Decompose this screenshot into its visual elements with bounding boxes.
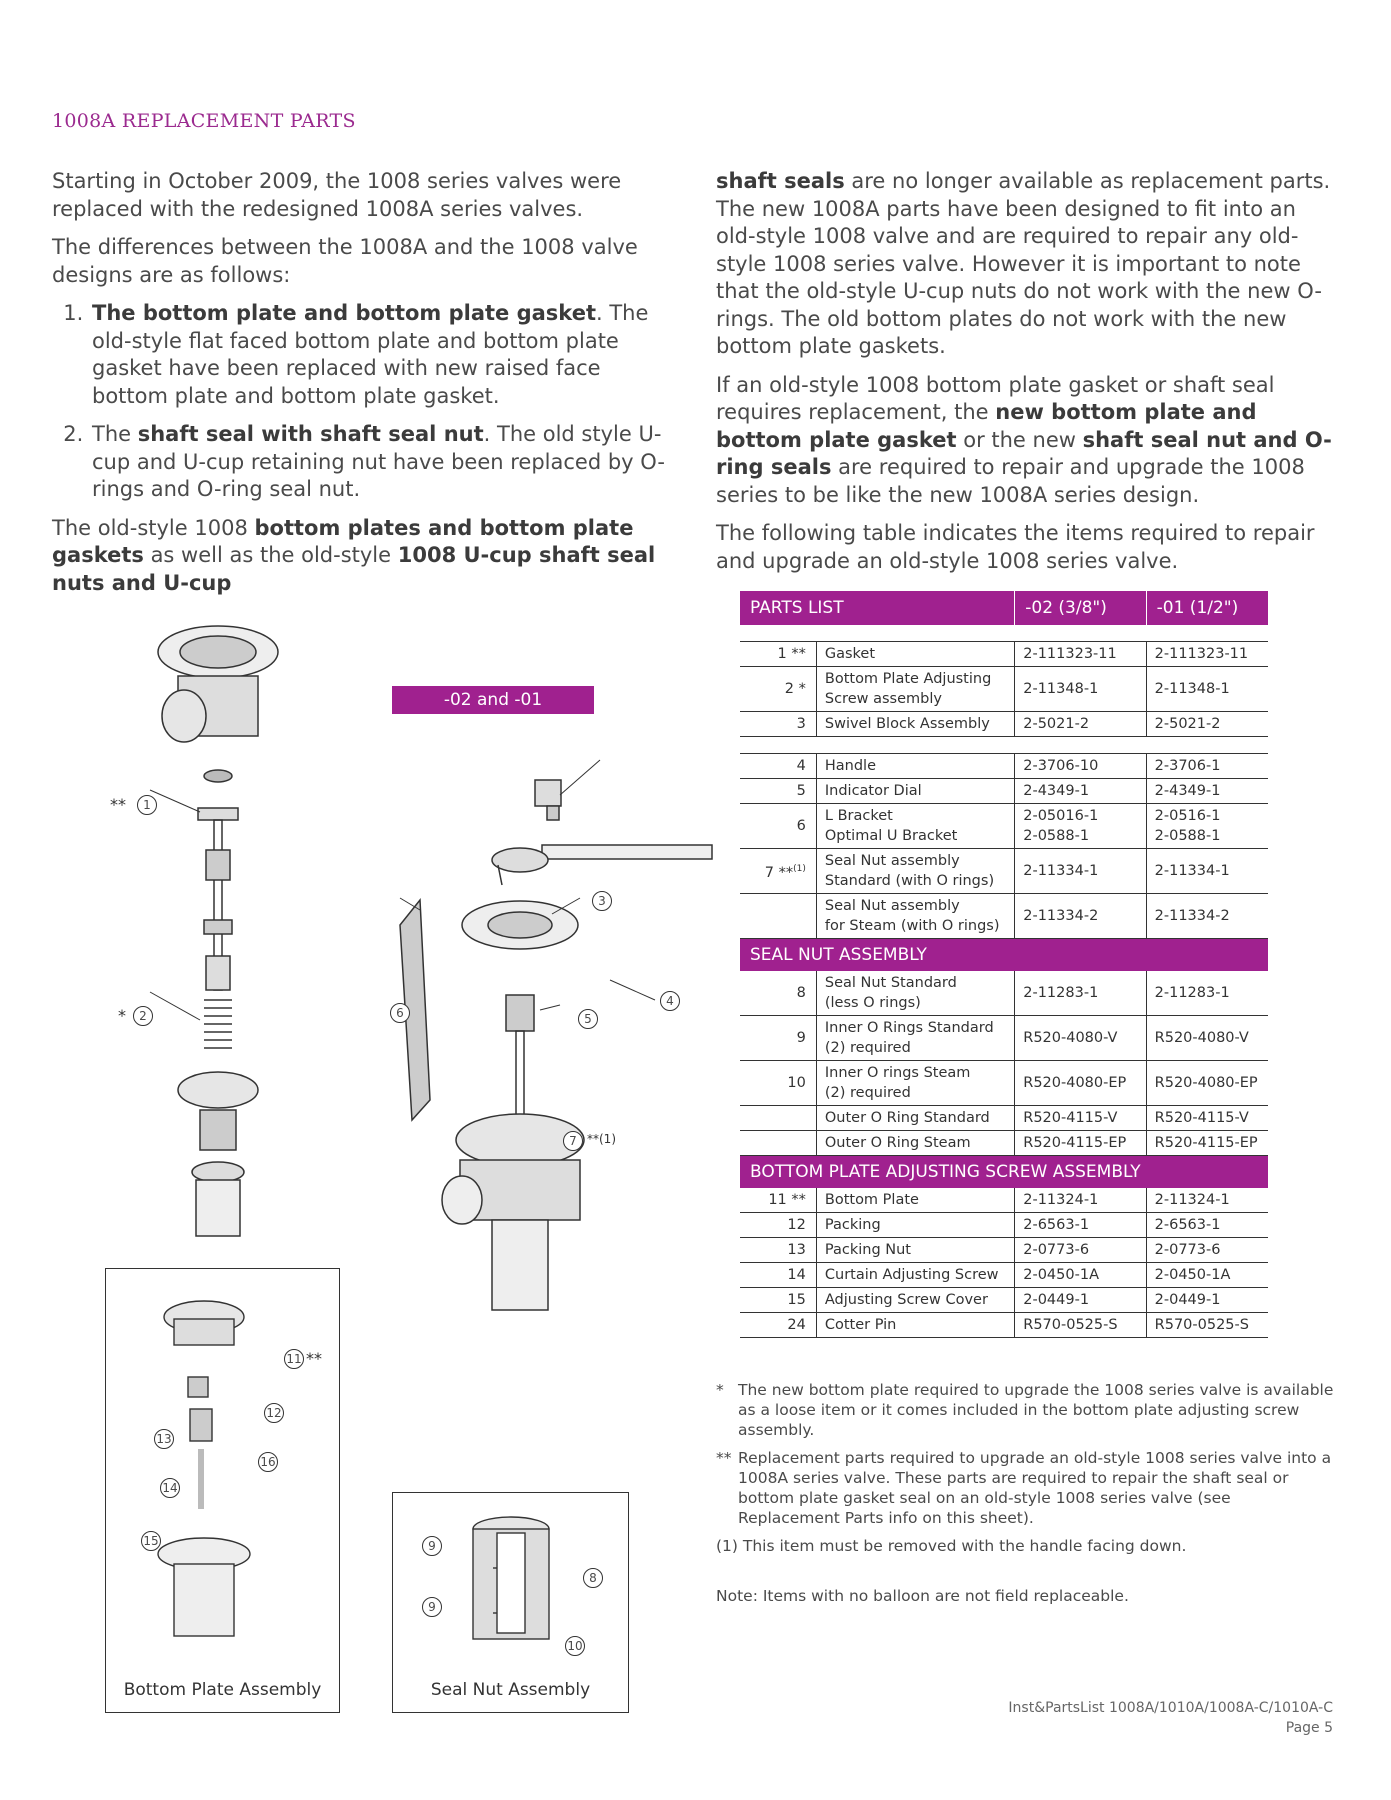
balloon-8: 8 — [583, 1568, 603, 1588]
table-intro-paragraph: The following table indicates the items … — [716, 521, 1315, 573]
footnotes: *The new bottom plate required to upgrad… — [716, 1380, 1334, 1614]
left-exploded-stack — [157, 625, 279, 1237]
footnote-single-star: *The new bottom plate required to upgrad… — [716, 1381, 1334, 1439]
model-badge: -02 and -01 — [392, 686, 594, 714]
footnote-1: (1) This item must be removed with the h… — [716, 1537, 1187, 1555]
double-star-mark-1: ** — [110, 795, 126, 814]
balloon-7: 7 — [563, 1131, 583, 1151]
footnote-double-star: **Replacement parts required to upgrade … — [716, 1449, 1332, 1527]
table-header-row: PARTS LIST -02 (3/8") -01 (1/2") — [740, 591, 1268, 625]
page-number: Page 5 — [1285, 1720, 1333, 1736]
balloon-10: 10 — [565, 1636, 585, 1656]
mark-7: **(1) — [587, 1132, 616, 1146]
differences-paragraph: The differences between the 1008A and th… — [52, 235, 638, 287]
bottom-plate-caption: Bottom Plate Assembly — [123, 1680, 322, 1700]
header-02: -02 (3/8") — [1014, 591, 1147, 625]
section-bottom-plate-assembly: BOTTOM PLATE ADJUSTING SCREW ASSEMBLY — [740, 1155, 1268, 1188]
difference-item-1: The bottom plate and bottom plate gasket… — [90, 300, 672, 410]
header-parts-list: PARTS LIST — [740, 591, 1016, 625]
old-style-paragraph: The old-style 1008 bottom plates and bot… — [52, 515, 656, 595]
seal-nut-drawing — [472, 1516, 550, 1640]
availability-paragraph: shaft seals are no longer available as r… — [716, 169, 1331, 358]
table-spacer — [740, 625, 1268, 642]
balloon-11: 11 — [284, 1349, 304, 1369]
replacement-paragraph: If an old-style 1008 bottom plate gasket… — [716, 372, 1332, 507]
header-01: -01 (1/2") — [1146, 591, 1268, 625]
balloon-15: 15 — [141, 1531, 161, 1551]
seal-nut-caption: Seal Nut Assembly — [430, 1680, 591, 1700]
difference-item-2: The shaft seal with shaft seal nut. The … — [90, 421, 672, 504]
balloon-9a: 9 — [422, 1536, 442, 1556]
single-star-mark: * — [118, 1006, 126, 1025]
document-reference: Inst&PartsList 1008A/1010A/1008A-C/1010A… — [1008, 1700, 1333, 1716]
exploded-valve-diagram: 1 ** 2 * 3 4 5 6 7 **(1) — [0, 580, 720, 1730]
balloon-13: 13 — [154, 1429, 174, 1449]
balloon-2: 2 — [133, 1006, 153, 1026]
intro-left-column: Starting in October 2009, the 1008 serie… — [52, 168, 672, 608]
valve-drawing — [149, 625, 713, 1311]
balloon-14: 14 — [160, 1478, 180, 1498]
field-replaceable-note: Note: Items with no balloon are not fiel… — [716, 1587, 1129, 1605]
differences-list: The bottom plate and bottom plate gasket… — [52, 300, 672, 504]
section-seal-nut-assembly: SEAL NUT ASSEMBLY — [740, 938, 1268, 971]
balloon-1: 1 — [137, 795, 157, 815]
balloon-16: 16 — [258, 1452, 278, 1472]
leader-lines — [149, 759, 656, 1021]
page-footer: Inst&PartsList 1008A/1010A/1008A-C/1010A… — [1008, 1698, 1333, 1738]
bottom-plate-assembly-box: 11 ** 12 13 16 14 15 Bottom Plate Assemb… — [105, 1268, 340, 1713]
balloon-6: 6 — [390, 1003, 410, 1023]
bottom-plate-drawing — [157, 1300, 251, 1637]
page-heading: 1008A REPLACEMENT PARTS — [52, 110, 356, 132]
table-row: 2 *Bottom Plate Adjusting Screw assembly… — [740, 666, 1268, 712]
right-valve-assembly — [399, 779, 713, 1311]
seal-nut-assembly-box: 9 8 9 10 Seal Nut Assembly — [392, 1492, 629, 1713]
balloon-3: 3 — [592, 891, 612, 911]
intro-paragraph: Starting in October 2009, the 1008 serie… — [52, 169, 622, 221]
balloon-4: 4 — [660, 991, 680, 1011]
parts-list-table: PARTS LIST -02 (3/8") -01 (1/2") 1 **Gas… — [740, 591, 1268, 1338]
balloon-12: 12 — [264, 1403, 284, 1423]
balloon-9b: 9 — [422, 1597, 442, 1617]
intro-right-column: shaft seals are no longer available as r… — [716, 168, 1334, 586]
double-star-mark-11: ** — [306, 1349, 322, 1368]
table-spacer — [740, 736, 1268, 754]
balloon-5: 5 — [578, 1009, 598, 1029]
